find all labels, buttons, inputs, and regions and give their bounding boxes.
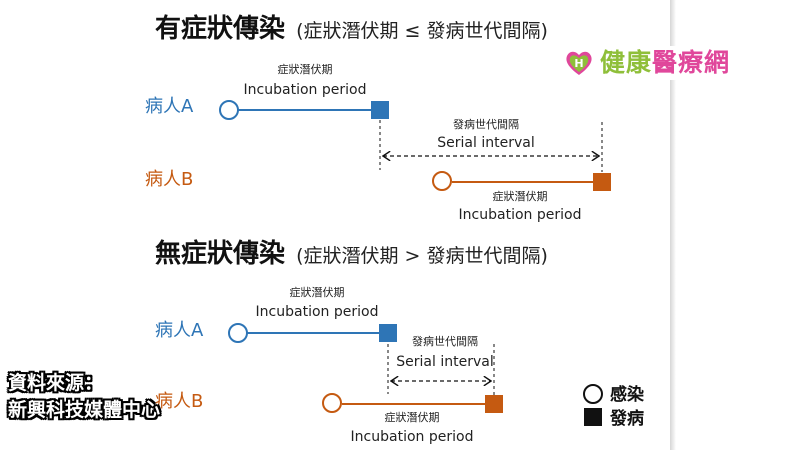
source-credit-line-1: 資料來源：: [8, 372, 104, 394]
panel-2-serial-en: Serial interval: [396, 354, 493, 370]
panel-2-patient-a-label: 病人A: [155, 320, 204, 341]
page-edge-divider: [670, 0, 676, 450]
brand-logo-text: 健康醫療網: [600, 48, 731, 77]
circle-outline-icon: [583, 384, 603, 404]
panel-1-title: 有症狀傳染 (症狀潛伏期 ≤ 發病世代間隔): [155, 13, 548, 44]
panel-1-a-incubation-zh: 症狀潛伏期: [278, 62, 333, 76]
panel-2-b-incubation-zh: 症狀潛伏期: [385, 410, 440, 424]
panel-2-a-incubation-en: Incubation period: [256, 304, 379, 320]
panel-2-title: 無症狀傳染 (症狀潛伏期 > 發病世代間隔): [155, 238, 548, 269]
filled-square-icon: [584, 408, 602, 426]
panel-2-b-incubation-en: Incubation period: [351, 429, 474, 445]
panel-2-a-onset-square: [379, 324, 397, 342]
panel-2-a-incubation-zh: 症狀潛伏期: [290, 285, 345, 299]
panel-1-b-onset-square: [593, 173, 611, 191]
panel-1-serial-zh: 發病世代間隔: [453, 117, 519, 131]
legend-infection-label: 感染: [610, 384, 644, 405]
source-credit-line-2: 新興科技媒體中心: [8, 399, 161, 421]
panel-2-b-onset-square: [485, 395, 503, 413]
source-credit: 資料來源： 新興科技媒體中心: [8, 370, 168, 424]
brand-logo: H 健康醫療網: [560, 46, 735, 80]
panel-1-patient-b-label: 病人B: [145, 169, 193, 190]
panel-2-serial-zh: 發病世代間隔: [412, 334, 478, 348]
panel-2-patient-b-label: 病人B: [155, 391, 203, 412]
panel-symptomatic: 有症狀傳染 (症狀潛伏期 ≤ 發病世代間隔) 症狀潛伏期 Incubation …: [145, 13, 611, 223]
panel-1-b-incubation-zh: 症狀潛伏期: [493, 189, 548, 203]
panel-2-b-infection-circle: [322, 393, 342, 413]
panel-1-a-infection-circle: [219, 100, 239, 120]
panel-1-b-infection-circle: [432, 171, 452, 191]
panel-2-a-infection-circle: [228, 323, 248, 343]
panel-1-serial-en: Serial interval: [437, 135, 534, 151]
heart-h-logo-icon: H: [566, 51, 592, 75]
panel-1-patient-a-label: 病人A: [145, 96, 194, 117]
legend-onset-label: 發病: [609, 408, 644, 429]
panel-1-b-incubation-en: Incubation period: [459, 207, 582, 223]
panel-1-a-onset-square: [371, 101, 389, 119]
panel-1-a-incubation-en: Incubation period: [244, 82, 367, 98]
legend: 感染 發病: [583, 384, 644, 429]
svg-text:H: H: [574, 57, 583, 70]
panel-asymptomatic: 無症狀傳染 (症狀潛伏期 > 發病世代間隔) 症狀潛伏期 Incubation …: [155, 238, 548, 445]
